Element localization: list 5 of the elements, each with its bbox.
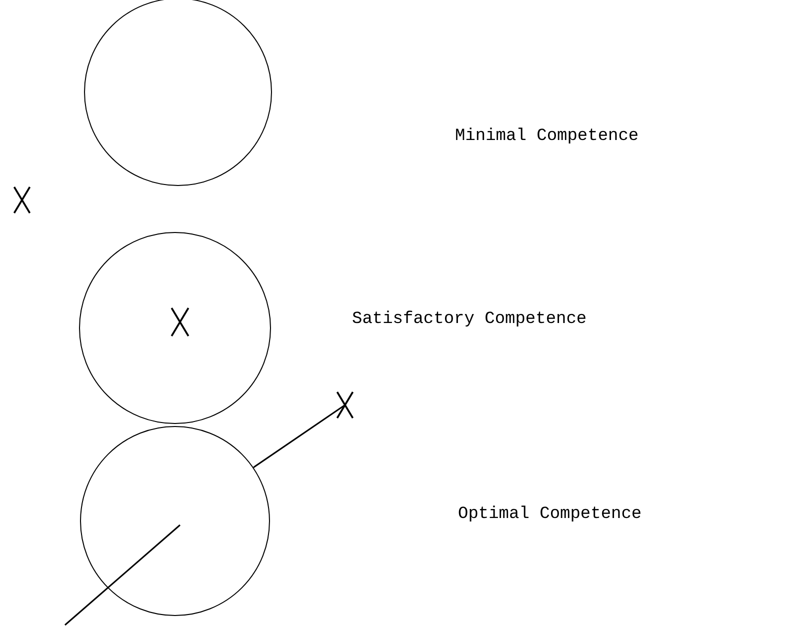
cross-mark (336, 392, 354, 418)
level-label: Minimal Competence (455, 126, 639, 148)
level-label: Optimal Competence (458, 504, 642, 526)
line (253, 404, 346, 468)
level-label: Satisfactory Competence (352, 309, 587, 331)
